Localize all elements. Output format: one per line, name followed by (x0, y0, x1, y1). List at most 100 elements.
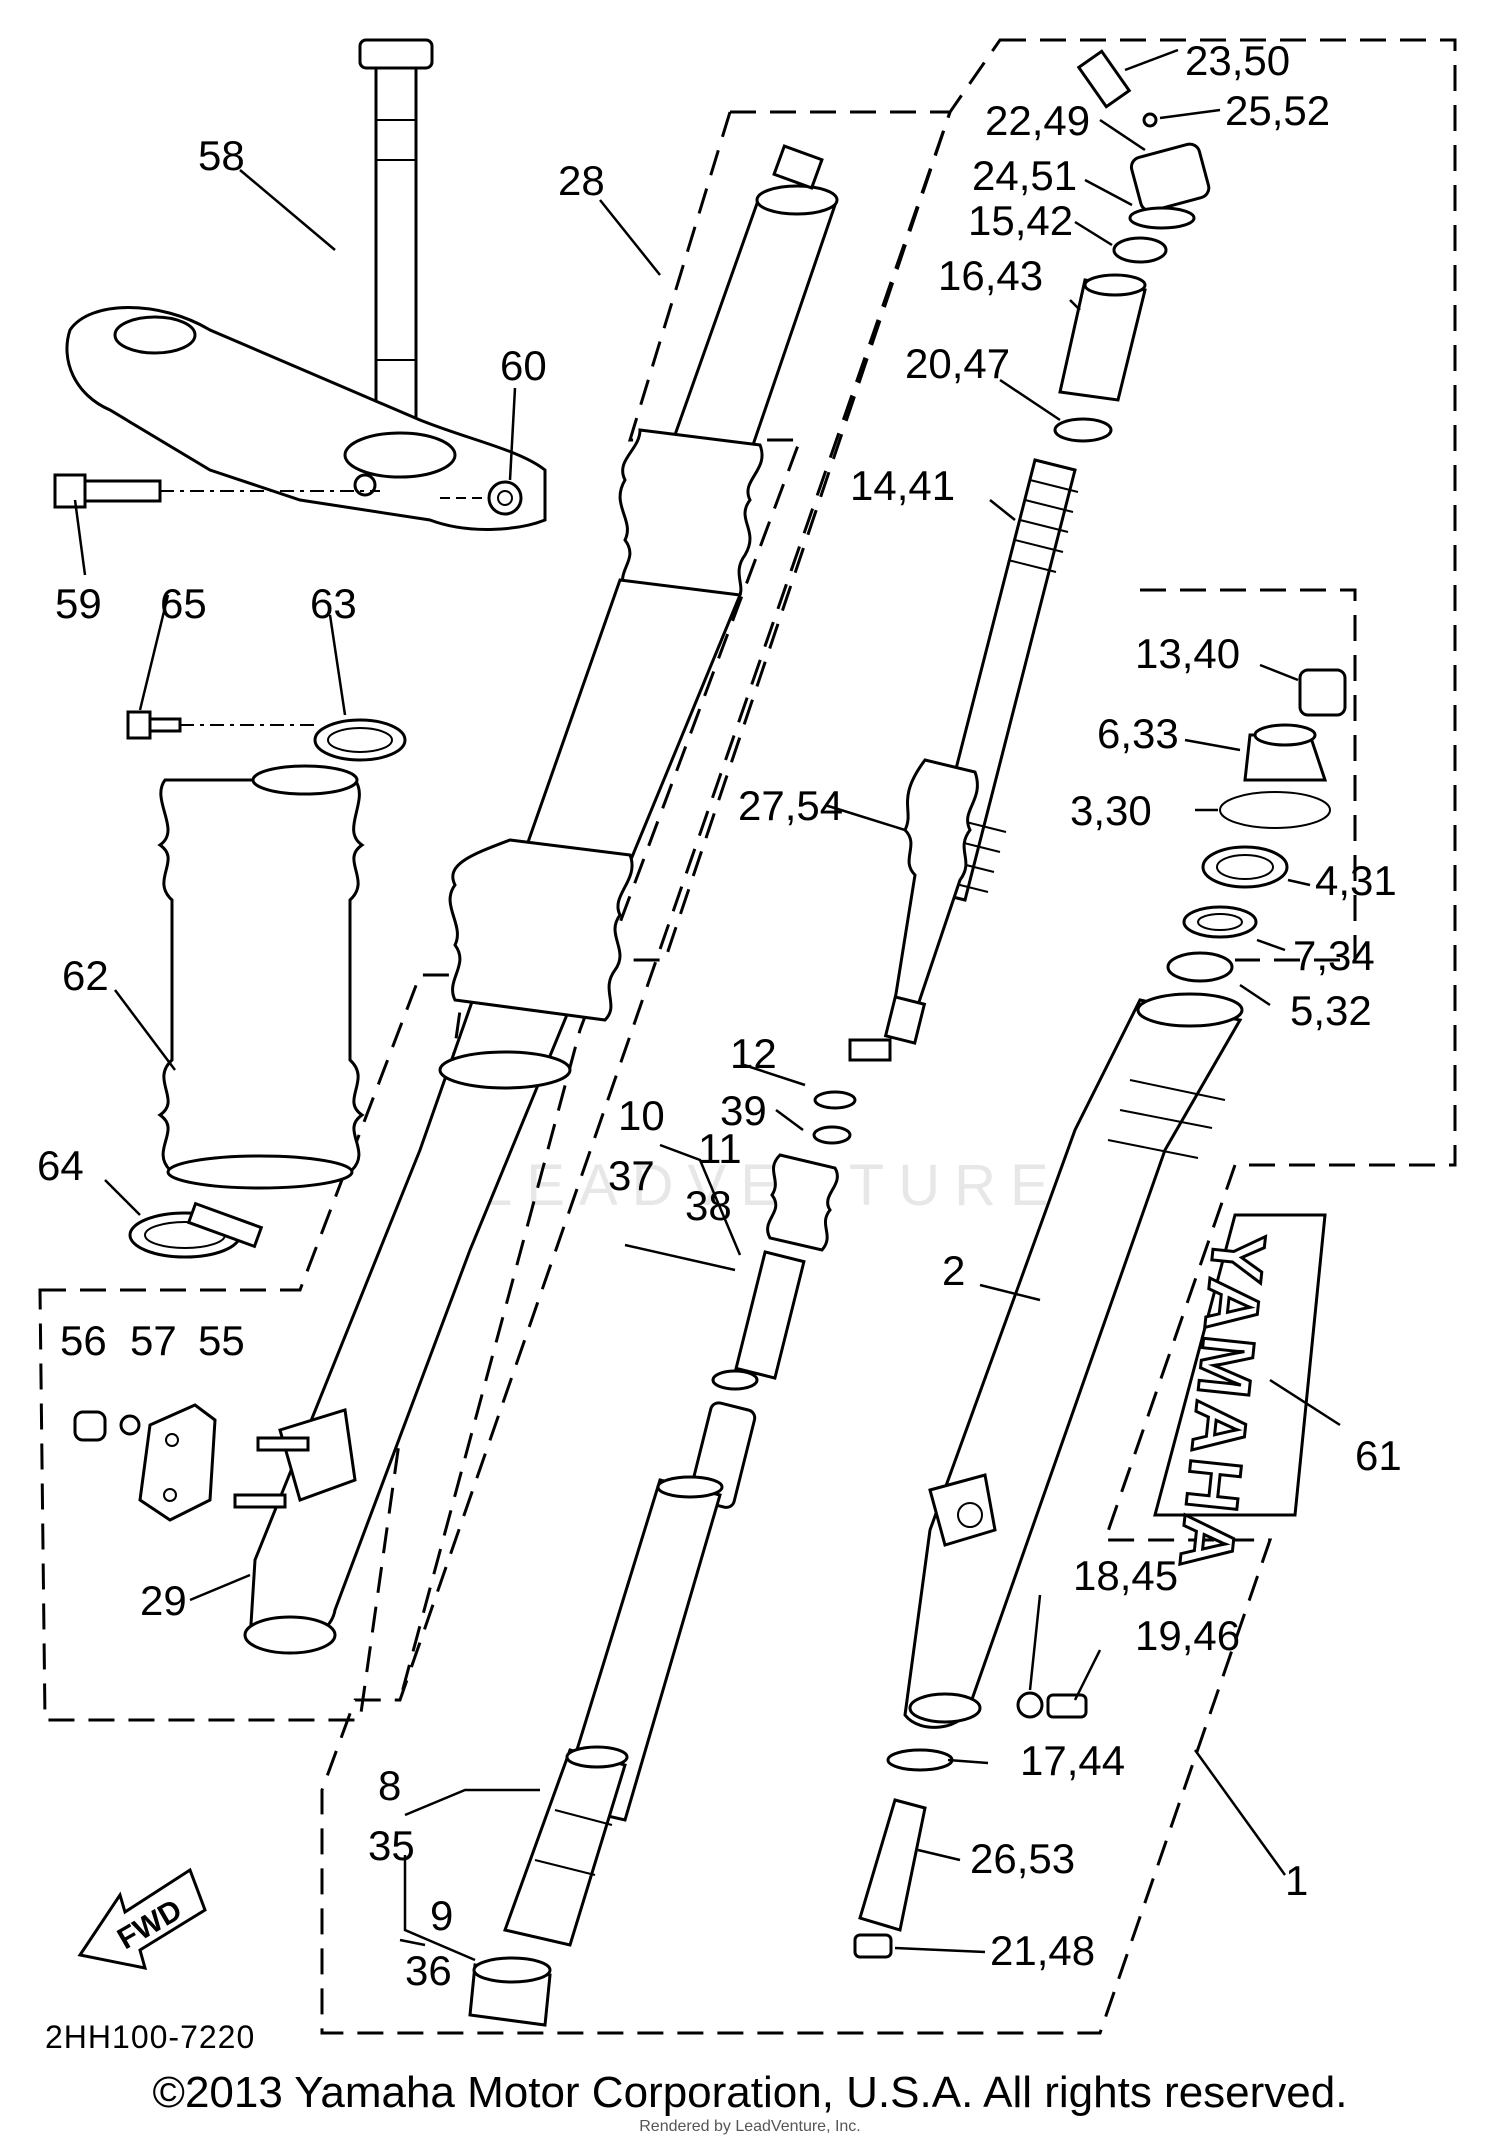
emblem-text: YAMAHA (1163, 1228, 1281, 1577)
callout-23-50: 23,50 (1185, 37, 1290, 84)
callout-57: 57 (130, 1317, 177, 1364)
callout-36: 36 (405, 1947, 452, 1994)
piston-ring-11 (766, 1153, 839, 1252)
upper-boot-band-63 (313, 718, 407, 762)
callout-28: 28 (558, 157, 605, 204)
callout-25-52: 25,52 (1225, 87, 1330, 134)
screw-shank-65 (148, 717, 182, 733)
callout-8: 8 (378, 1762, 401, 1809)
callout-16-43: 16,43 (938, 252, 1043, 299)
cap-bolt-22 (1129, 142, 1211, 213)
forward-arrow: FWD (77, 1867, 207, 1970)
callout-5-32: 5,32 (1290, 987, 1372, 1034)
callout-18-45: 18,45 (1073, 1552, 1178, 1599)
oil-lock-13 (1298, 668, 1347, 717)
callout-12: 12 (730, 1030, 777, 1077)
inner-tube-boundary (398, 111, 803, 1701)
o-ring-24 (1128, 206, 1196, 230)
callout-17-44: 17,44 (1020, 1737, 1125, 1784)
callout-35: 35 (368, 1822, 415, 1869)
nut-60 (487, 480, 523, 516)
outer-tube-assembly (233, 144, 839, 1655)
bolt-shank-59 (83, 479, 162, 503)
callout-14-41: 14,41 (850, 462, 955, 509)
callout-60: 60 (500, 342, 547, 389)
callout-26-53: 26,53 (970, 1835, 1075, 1882)
callout-62: 62 (62, 952, 109, 999)
callout-2: 2 (942, 1247, 965, 1294)
drain-bolt-19 (1046, 1693, 1088, 1719)
callout-6-33: 6,33 (1097, 710, 1179, 757)
callout-19-46: 19,46 (1135, 1612, 1240, 1659)
air-valve-28 (772, 144, 824, 190)
outer-tube-assembly-boundary (320, 38, 1457, 2035)
yamaha-emblem-61: YAMAHA (1153, 1213, 1327, 1579)
axle-bracket-29 (278, 1408, 357, 1502)
callout-37: 37 (608, 1152, 655, 1199)
callout-59: 59 (55, 580, 102, 627)
oil-seal-washer-7 (1182, 905, 1258, 939)
crown-clamp-left (113, 315, 197, 355)
callout-56: 56 (60, 1317, 107, 1364)
callout-64: 64 (37, 1142, 84, 1189)
inner-tube-8 (503, 1748, 627, 1947)
callout-63: 63 (310, 580, 357, 627)
callout-55: 55 (198, 1317, 245, 1364)
callout-61: 61 (1355, 1432, 1402, 1479)
callout-22-49: 22,49 (985, 97, 1090, 144)
axle-boss-2 (928, 1473, 997, 1547)
callout-29: 29 (140, 1577, 187, 1624)
callout-1: 1 (1285, 1857, 1308, 1904)
bolt-21 (853, 1933, 893, 1959)
steering-stem-top (358, 38, 434, 70)
axle-holder-55 (138, 1403, 217, 1522)
watermark: LEADVENTURE (480, 1153, 1063, 1218)
circlip-12 (813, 1090, 857, 1110)
callout-4-31: 4,31 (1315, 857, 1397, 904)
fork-boot-62 (157, 764, 365, 1190)
o-ring-25 (1142, 112, 1158, 128)
washer-57 (119, 1414, 141, 1436)
guide-bushing-5 (1166, 951, 1234, 983)
under-bracket-assembly (53, 38, 547, 531)
nut-56 (73, 1410, 107, 1442)
rendered-by-credit: Rendered by LeadVenture, Inc. (639, 2118, 861, 2135)
callout-38: 38 (685, 1182, 732, 1229)
spring-seat-15 (1112, 236, 1168, 264)
crown-clamp-right (343, 431, 457, 479)
stopper-ring-3 (1219, 791, 1331, 829)
callout-20-47: 20,47 (905, 340, 1010, 387)
upper-band-assembly (126, 710, 407, 762)
lower-boot-band-64 (128, 1201, 264, 1259)
tube-cap-boundary (1140, 588, 1357, 962)
fwd-arrow-icon (77, 1867, 207, 1970)
fork-leg-assembly (853, 668, 1347, 1959)
inner-tube-assembly (468, 1475, 724, 2027)
fork-boot-body (157, 778, 365, 1172)
circlip-39 (812, 1125, 852, 1145)
callout-65: 65 (160, 580, 207, 627)
oil-seal-4 (1201, 845, 1289, 889)
dust-gaiter-upper (618, 428, 764, 602)
callout-11: 11 (698, 1125, 742, 1172)
callout-labels: 1 2 3,30 4,31 5,32 6,33 7,34 8 35 9 36 1… (37, 37, 1402, 1994)
callout-9: 9 (430, 1892, 453, 1939)
bolt-head-59 (53, 473, 87, 509)
callout-27-54: 27,54 (738, 782, 843, 829)
callout-10: 10 (618, 1092, 665, 1139)
axle-clamp-assembly (73, 1403, 217, 1522)
cylinder-10 (734, 1250, 806, 1380)
callout-39: 39 (720, 1087, 767, 1134)
washer-20 (1053, 417, 1113, 443)
callout-21-48: 21,48 (990, 1927, 1095, 1974)
gasket-17 (886, 1748, 954, 1772)
callout-3-30: 3,30 (1070, 787, 1152, 834)
callout-13-40: 13,40 (1135, 630, 1240, 677)
diagram-code: 2HH100-7220 (45, 2019, 255, 2055)
steering-stem-shaft (374, 53, 418, 457)
callout-7-34: 7,34 (1293, 932, 1375, 979)
callout-15-42: 15,42 (968, 197, 1073, 244)
callout-24-51: 24,51 (972, 152, 1077, 199)
